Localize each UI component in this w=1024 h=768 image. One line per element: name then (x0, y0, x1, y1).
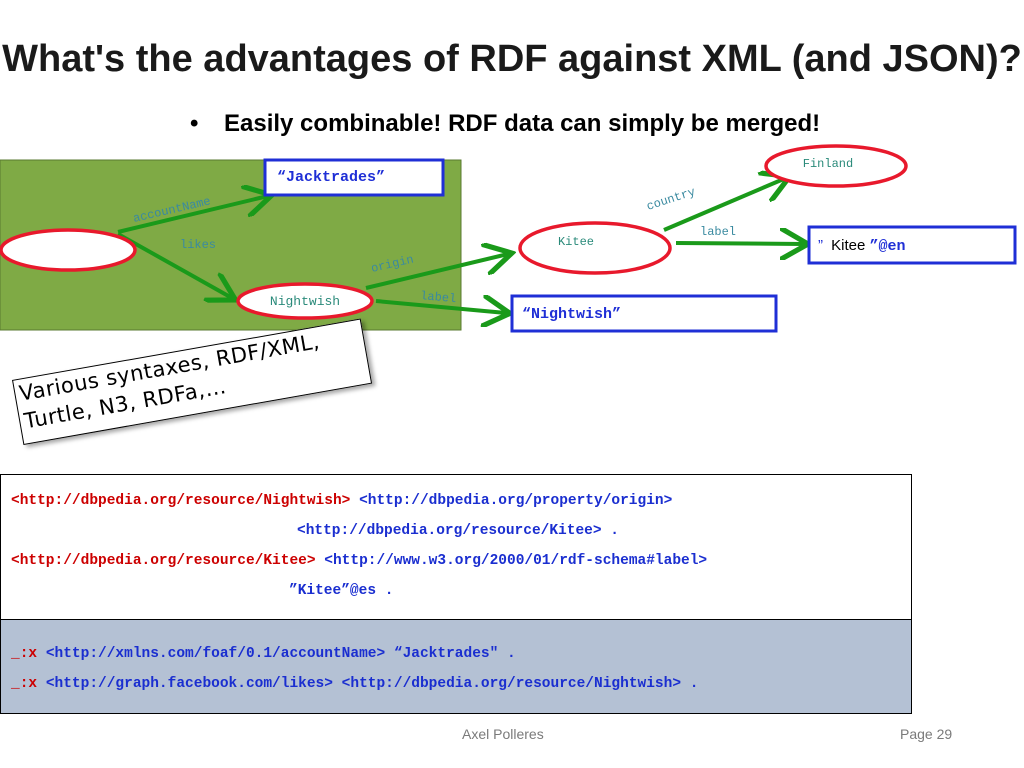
dbpedia-l3-predicate: <http://www.w3.org/2000/01/rdf-schema#la… (324, 553, 708, 569)
facebook-triples-block: _:x <http://xmlns.com/foaf/0.1/accountNa… (0, 620, 912, 714)
edge-country-label: country (645, 185, 697, 214)
footer-author: Axel Polleres (462, 726, 544, 742)
node-nightwish (236, 282, 374, 320)
edge-label-nightwish-arrow (375, 301, 506, 313)
facebook-l2-subject: _:x (11, 676, 38, 692)
node-kitee (518, 221, 672, 275)
facebook-line-2: _:x <http://graph.facebook.com/likes> <h… (11, 676, 698, 692)
literal-jacktrades: “Jacktrades” (277, 169, 385, 186)
node-finland (764, 144, 908, 188)
edge-label-kitee-label: label (700, 225, 736, 239)
blank-node (0, 228, 137, 272)
dbpedia-line-4: ”Kitee”@es . (289, 583, 393, 599)
literal-kitee-lang: ”@en (870, 238, 906, 255)
facebook-l1-subject: _:x (11, 646, 38, 662)
dbpedia-l1-subject: <http://dbpedia.org/resource/Nightwish> (11, 493, 351, 509)
facebook-l2-predicate: <http://graph.facebook.com/likes> (45, 676, 333, 692)
dbpedia-l3-subject: <http://dbpedia.org/resource/Kitee> (11, 553, 316, 569)
literal-kitee-text: Kitee (831, 237, 865, 254)
edge-likes-arrow (117, 232, 232, 298)
dbpedia-line-3: <http://dbpedia.org/resource/Kitee> <htt… (11, 553, 707, 569)
dbpedia-line-1: <http://dbpedia.org/resource/Nightwish> … (11, 493, 672, 509)
edge-country-arrow (663, 178, 786, 232)
bullet-marker: • (190, 110, 199, 137)
facebook-l1-predicate: <http://xmlns.com/foaf/0.1/accountName> (45, 646, 386, 662)
edge-label-nightwish-label: label (420, 289, 457, 306)
bullet-text: Easily combinable! RDF data can simply b… (224, 110, 821, 137)
node-nightwish-label: Nightwish (270, 294, 340, 309)
edge-account-name-arrow (117, 196, 268, 234)
slide-title: What's the advantages of RDF against XML… (2, 38, 1022, 80)
edge-label-kitee-arrow (675, 243, 804, 244)
bullet-point: • Easily combinable! RDF data can simply … (190, 110, 820, 138)
literal-kitee-open-quote: ” (818, 237, 823, 254)
dbpedia-l2-object: <http://dbpedia.org/resource/Kitee> . (297, 523, 619, 539)
dbpedia-l4-object: ”Kitee”@es . (289, 583, 394, 599)
edge-likes-label: likes (180, 238, 216, 252)
facebook-l1-object: “Jacktrades" . (393, 646, 516, 662)
facebook-line-1: _:x <http://xmlns.com/foaf/0.1/accountNa… (11, 646, 516, 662)
node-finland-label: Finland (803, 157, 853, 171)
literal-kitee: ” Kitee ”@en (818, 237, 906, 255)
facebook-l2-object: <http://dbpedia.org/resource/Nightwish> … (341, 676, 699, 692)
dbpedia-line-2: <http://dbpedia.org/resource/Kitee> . (297, 523, 619, 539)
footer-page-number: Page 29 (900, 726, 953, 742)
rdf-graph-diagram: accountName likes origin label country l… (0, 144, 1017, 333)
dbpedia-triples-block: <http://dbpedia.org/resource/Nightwish> … (0, 474, 912, 620)
literal-kitee-box (807, 225, 1017, 265)
node-kitee-label: Kitee (558, 235, 594, 249)
edge-origin-arrow (365, 254, 508, 290)
literal-nightwish: “Nightwish” (522, 306, 621, 323)
literal-nightwish-box (510, 294, 778, 333)
dbpedia-l1-predicate: <http://dbpedia.org/property/origin> (359, 493, 673, 509)
literal-jacktrades-box (263, 158, 445, 197)
